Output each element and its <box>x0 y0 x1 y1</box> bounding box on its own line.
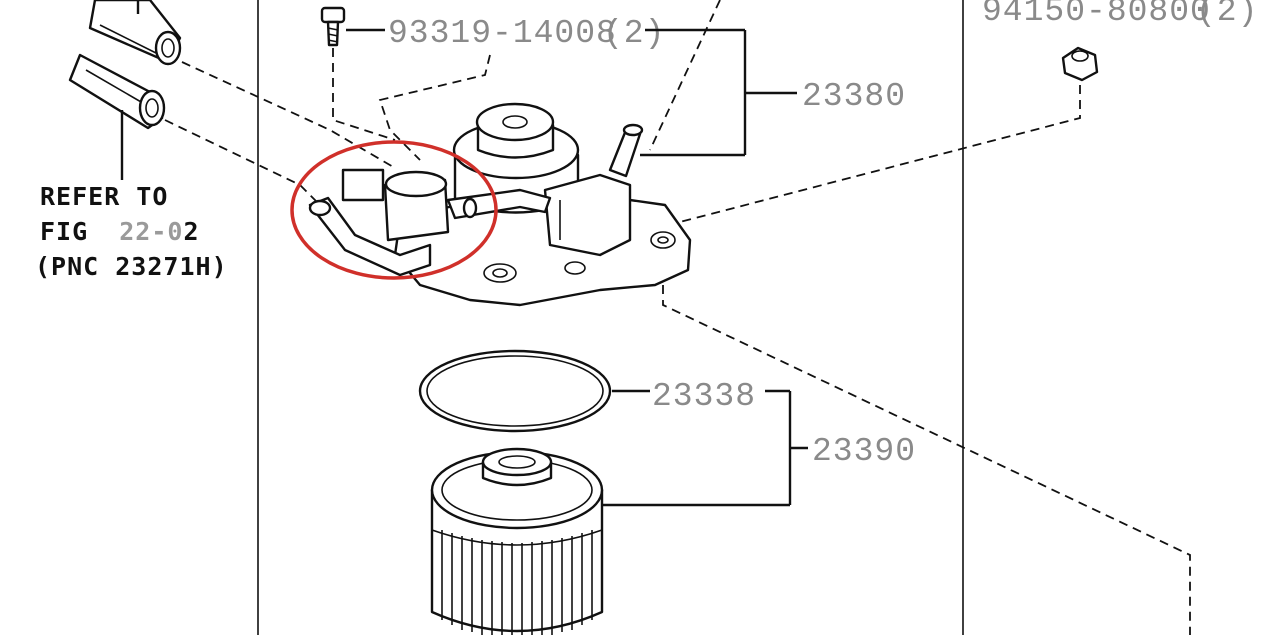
figure-reference: REFER TO FIG 22-02 (PNC 23271H) <box>35 182 228 281</box>
reference-line-1: REFER TO <box>40 182 168 211</box>
filter-assembly-number: 23380 <box>802 78 906 115</box>
filter-assembly-callout <box>640 30 797 157</box>
bolt-quantity: (2) <box>603 15 665 52</box>
filter-assembly <box>308 102 692 307</box>
diagram-frame <box>257 0 964 635</box>
hose-connection-dashes <box>164 61 396 206</box>
filter-element-part <box>430 447 604 635</box>
nut-part <box>679 46 1099 223</box>
gasket-part-number: 23338 <box>652 378 756 415</box>
bolt-part <box>320 6 396 141</box>
fuel-hoses <box>68 0 182 180</box>
nut-quantity: (2) <box>1196 0 1258 30</box>
bolt-part-number: 93319-14008 <box>388 15 617 52</box>
nut-part-number: 94150-80800 <box>982 0 1211 30</box>
element-part-number: 23390 <box>812 433 916 470</box>
highlight-circle <box>290 140 498 280</box>
reference-line-3: (PNC 23271H) <box>35 252 228 281</box>
gasket-part <box>418 349 612 433</box>
mounting-dashline <box>662 285 1191 635</box>
reference-line-2: FIG 22-02 <box>40 217 200 246</box>
